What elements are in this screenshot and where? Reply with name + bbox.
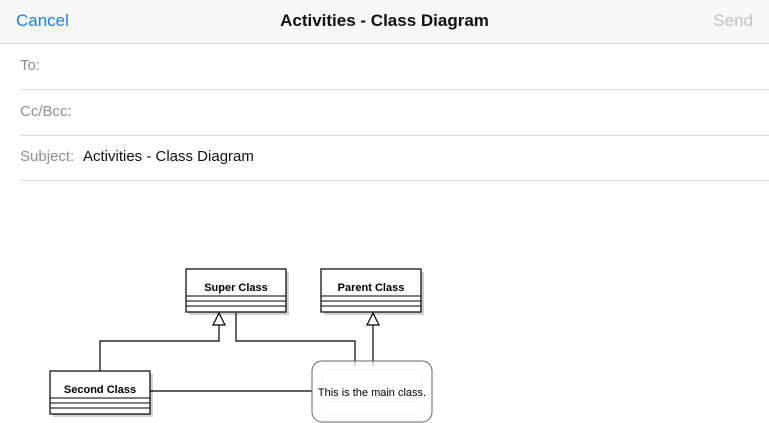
parent-class-label: Parent Class xyxy=(338,282,405,294)
note-text: This is the main class. xyxy=(318,387,426,399)
connector-main-to-super xyxy=(235,313,356,366)
subject-field[interactable]: Subject: Activities - Class Diagram xyxy=(20,135,769,181)
class-diagram: Super Class Parent Class Second Class Th… xyxy=(49,268,433,423)
note-callout: This is the main class. xyxy=(311,360,433,423)
page-title: Activities - Class Diagram xyxy=(280,11,489,30)
to-field[interactable]: To: xyxy=(20,44,769,90)
send-button[interactable]: Send xyxy=(713,11,753,30)
second-class-label: Second Class xyxy=(64,384,136,396)
super-class-box: Super Class xyxy=(185,268,289,315)
cc-bcc-field[interactable]: Cc/Bcc: xyxy=(20,90,769,136)
subject-input[interactable]: Activities - Class Diagram xyxy=(83,148,254,165)
parent-class-box: Parent Class xyxy=(320,268,424,315)
second-class-box: Second Class xyxy=(49,370,153,417)
cancel-button[interactable]: Cancel xyxy=(16,11,69,30)
cc-bcc-label: Cc/Bcc: xyxy=(20,103,72,120)
inheritance-arrow-super xyxy=(212,311,226,326)
to-label: To: xyxy=(20,57,41,74)
super-class-label: Super Class xyxy=(204,282,268,294)
diagram-connectors xyxy=(99,313,374,392)
connector-second-to-super xyxy=(99,325,220,371)
navigation-bar: Cancel Activities - Class Diagram Send xyxy=(0,0,769,44)
subject-label: Subject: xyxy=(20,148,75,165)
inheritance-arrow-parent xyxy=(366,311,380,326)
